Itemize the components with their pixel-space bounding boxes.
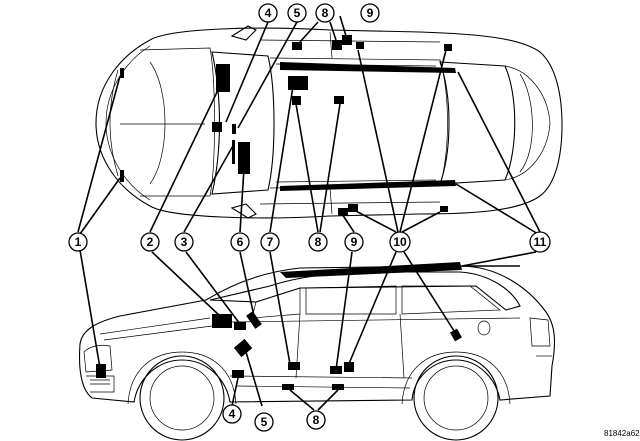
- callout-label: 5: [294, 6, 301, 20]
- callout-circle: [258, 3, 278, 23]
- module-top-2: [216, 64, 230, 92]
- module-side-2: [212, 314, 232, 328]
- module-top-4: [212, 122, 222, 132]
- callout-circle: [140, 232, 160, 252]
- module-top-8b: [334, 96, 344, 104]
- side-view-car: [78, 262, 556, 441]
- callout-label: 2: [147, 235, 154, 249]
- callout-circle: [344, 232, 364, 252]
- module-top-7: [288, 76, 308, 90]
- callouts-bottom: 4 5 8: [222, 404, 326, 432]
- callout-label: 8: [313, 413, 320, 427]
- module-top-10c: [348, 204, 358, 212]
- callout-label: 4: [265, 6, 272, 20]
- callout-circle: [315, 3, 335, 23]
- module-side-6: [246, 311, 262, 329]
- module-top-8a: [292, 96, 301, 105]
- module-side-8a: [282, 384, 294, 390]
- callout-circle: [308, 232, 328, 252]
- leader-lines: [77, 15, 541, 411]
- callout-circle: [529, 231, 551, 253]
- callout-label: 8: [322, 6, 329, 20]
- callout-label: 9: [351, 235, 358, 249]
- callout-circle: [260, 232, 280, 252]
- figure-code: 81842a62: [604, 429, 640, 438]
- module-side-10a: [344, 362, 354, 372]
- module-top-1b: [120, 170, 124, 182]
- module-side-4: [232, 370, 244, 378]
- top-view-car: [95, 25, 563, 219]
- callout-label: 8: [315, 235, 322, 249]
- callouts-top: 4 5 8 9: [258, 3, 380, 23]
- module-top-5: [232, 124, 236, 134]
- module-side-8b: [332, 384, 344, 390]
- module-top-9b: [338, 208, 348, 216]
- callout-circle: [360, 3, 380, 23]
- module-top-9: [342, 35, 352, 45]
- callout-label: 4: [229, 407, 236, 421]
- callout-label: 7: [267, 235, 274, 249]
- module-side-1: [96, 364, 106, 378]
- module-side-3: [234, 322, 246, 330]
- callout-circle: [287, 3, 307, 23]
- module-top-10d: [440, 206, 448, 212]
- callout-circle: [389, 231, 411, 253]
- module-top-10b: [444, 44, 452, 51]
- callout-label: 3: [181, 235, 188, 249]
- callouts-middle: 1 2 3 6 7 8 9 10 11: [68, 231, 551, 253]
- callout-label: 10: [393, 235, 407, 249]
- callout-label: 1: [75, 235, 82, 249]
- module-top-8c: [292, 42, 302, 50]
- module-side-7: [288, 362, 300, 370]
- callout-label: 11: [534, 235, 547, 249]
- callout-circle: [174, 232, 194, 252]
- callout-circle: [222, 404, 242, 424]
- module-top-6: [238, 142, 250, 174]
- callout-label: 6: [237, 235, 244, 249]
- module-top-10a: [356, 42, 364, 49]
- module-top-3: [232, 140, 235, 164]
- module-top-1a: [120, 68, 124, 78]
- callout-circle: [68, 232, 88, 252]
- callout-label: 5: [261, 415, 268, 429]
- callout-circle: [306, 410, 326, 430]
- module-side-10b: [450, 328, 462, 342]
- callout-circle: [254, 412, 274, 432]
- callout-circle: [230, 232, 250, 252]
- module-top-8d: [332, 40, 342, 50]
- callout-label: 9: [367, 6, 374, 20]
- module-side-5: [233, 338, 253, 358]
